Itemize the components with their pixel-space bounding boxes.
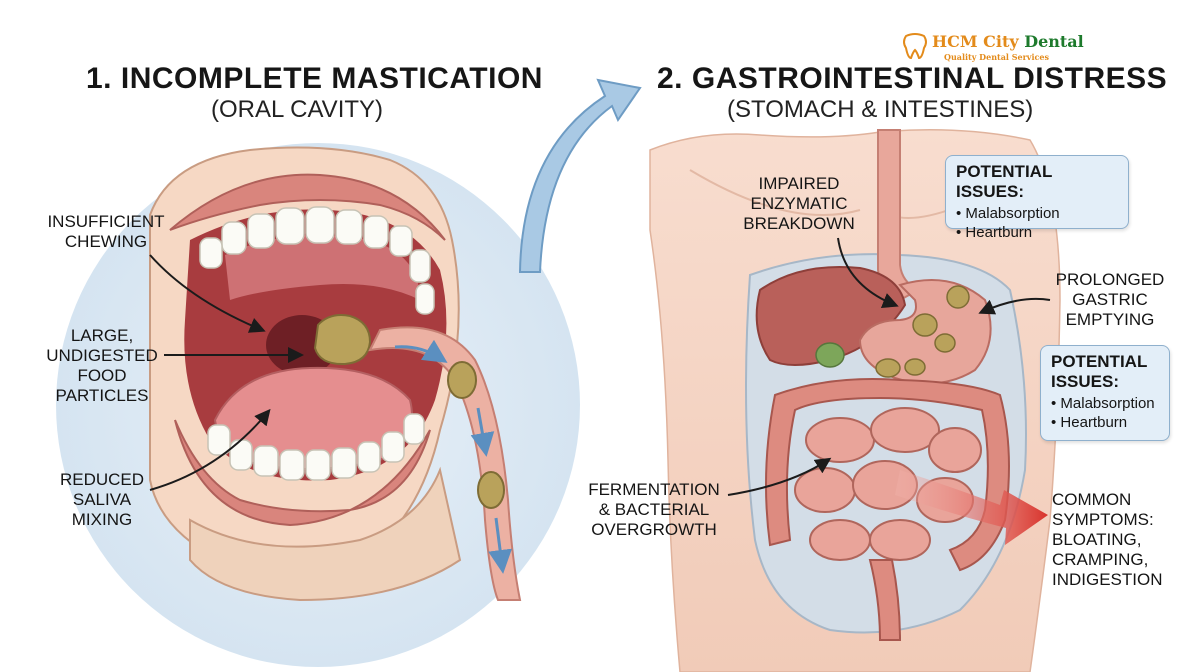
left-title: 1. INCOMPLETE MASTICATION (86, 62, 543, 95)
esophagus-tube (368, 326, 522, 601)
issue-item: Heartburn (1051, 413, 1159, 432)
logo-name: HCM City Dental (932, 32, 1084, 51)
logo-tagline: Quality Dental Services (944, 52, 1049, 62)
right-subtitle: (STOMACH & INTESTINES) (727, 96, 1034, 123)
left-subtitle: (ORAL CAVITY) (211, 96, 384, 123)
potential-issues-box-top: POTENTIAL ISSUES: Malabsorption Heartbur… (945, 155, 1129, 241)
issue-item: Malabsorption (956, 204, 1118, 223)
symptoms-arrow (895, 470, 1048, 545)
brand-logo: HCM City Dental Quality Dental Services (902, 30, 1084, 66)
torso-illustration (649, 129, 1061, 672)
right-title: 2. GASTROINTESTINAL DISTRESS (657, 62, 1168, 95)
tooth-logo-icon (903, 33, 927, 60)
issue-item: Malabsorption (1051, 394, 1159, 413)
transition-arrow (518, 78, 642, 273)
issue-item: Heartburn (956, 223, 1118, 242)
issues-heading: POTENTIAL ISSUES: (956, 162, 1053, 201)
leader-lines (149, 237, 1051, 496)
mouth-illustration (149, 146, 462, 602)
